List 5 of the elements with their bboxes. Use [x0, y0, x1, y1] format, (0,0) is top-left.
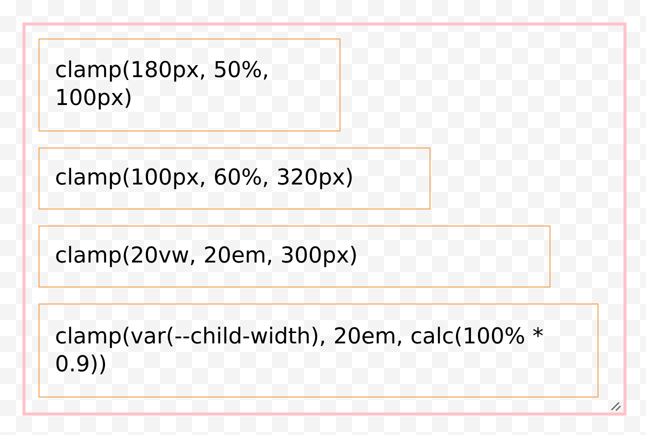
- text-box: clamp(20vw, 20em, 300px): [38, 226, 550, 288]
- container-box: [22, 22, 626, 416]
- text-box: clamp(var(--child-width), 20em, calc(100% * 0.9)): [38, 304, 598, 398]
- text-box: clamp(180px, 50%, 100px): [38, 38, 340, 132]
- text-box: clamp(100px, 60%, 320px): [38, 148, 430, 210]
